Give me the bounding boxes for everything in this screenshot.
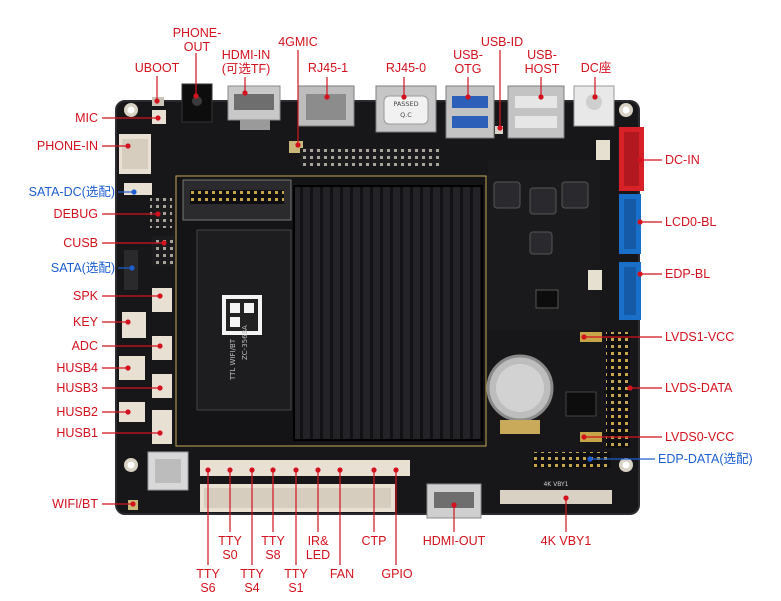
wifi-code-text: TTL WIFI/BT: [229, 338, 237, 381]
label-rj45-1: RJ45-1: [307, 61, 349, 75]
label-tty-s4: TTY S4: [240, 567, 264, 595]
label-tty-s1: TTY S1: [284, 567, 308, 595]
cap-1: [596, 140, 610, 160]
label-sata-dc: SATA-DC(选配): [28, 185, 115, 199]
label-vby1: 4K VBY1: [540, 534, 592, 548]
inductor-3: [561, 181, 589, 209]
inductor-2: [529, 187, 557, 215]
label-hdmi-in-sub: (可选TF): [221, 62, 271, 76]
sticker-qc-text: Q.C: [400, 111, 412, 119]
label-uboot: UBOOT: [134, 61, 180, 75]
battery-holder: [500, 420, 540, 434]
key-conn: [122, 312, 146, 338]
label-4gmic: 4GMIC: [278, 35, 318, 49]
label-husb2: HUSB2: [56, 405, 98, 419]
power-ic: [535, 289, 559, 309]
rtc-chip: [565, 391, 597, 417]
husb2-conn: [119, 402, 145, 422]
label-hdmi-in: HDMI-IN: [221, 48, 271, 62]
inductor-4: [529, 231, 553, 255]
label-adc: ADC: [71, 339, 98, 353]
label-tty-s0: TTY S0: [218, 534, 242, 562]
label-lvds1-vcc: LVDS1-VCC: [665, 330, 735, 344]
label-key: KEY: [72, 315, 98, 329]
label-dc-in: DC-IN: [665, 153, 700, 167]
label-edp-bl: EDP-BL: [665, 267, 711, 281]
heatsink: [294, 186, 482, 440]
vby1-silk-text: 4K VBY1: [543, 481, 568, 488]
label-dc-seat: DC座: [580, 61, 612, 75]
label-gpio: GPIO: [381, 567, 413, 581]
label-spk: SPK: [72, 289, 98, 303]
leader-lines-blue: [118, 189, 655, 462]
sticker-passed-text: PASSED: [393, 100, 418, 108]
label-lvds-data: LVDS-DATA: [665, 381, 733, 395]
label-rj45-0: RJ45-0: [385, 61, 427, 75]
top-pin-header: [300, 148, 440, 166]
label-usb-host: USB- HOST: [524, 48, 560, 76]
sata-dc-conn: [124, 183, 152, 195]
label-hdmi-out: HDMI-OUT: [422, 534, 486, 548]
inductor-1: [493, 181, 521, 209]
label-husb3: HUSB3: [56, 381, 98, 395]
label-phone-in: PHONE-IN: [36, 139, 98, 153]
label-usb-id: USB-ID: [480, 35, 524, 49]
cusb-header: [152, 236, 174, 266]
tf-slot: [240, 120, 270, 130]
usb-host-port: [507, 85, 565, 139]
label-phone-out: PHONE- OUT: [172, 26, 222, 54]
lvds-header: [606, 332, 630, 448]
spk-conn: [152, 288, 172, 312]
label-wifi-bt: WIFI/BT: [52, 497, 98, 511]
label-lcd0-bl: LCD0-BL: [665, 215, 717, 229]
label-sata: SATA(选配): [50, 261, 115, 275]
vby1-connector: [500, 490, 612, 504]
label-usb-otg: USB- OTG: [453, 48, 483, 76]
label-fan: FAN: [329, 567, 355, 581]
label-tty-s6: TTY S6: [196, 567, 220, 595]
label-tty-s8: TTY S8: [261, 534, 285, 562]
label-ctp: CTP: [361, 534, 387, 548]
label-cusb: CUSB: [63, 236, 98, 250]
label-mic: MIC: [75, 111, 98, 125]
label-husb4: HUSB4: [56, 361, 98, 375]
qr-label-text: ZC-3568A: [241, 325, 249, 360]
label-debug: DEBUG: [53, 207, 98, 221]
husb3-conn: [152, 374, 172, 398]
label-ir-led: IR& LED: [305, 534, 331, 562]
adc-conn: [152, 336, 172, 360]
label-lvds0-vcc: LVDS0-VCC: [665, 430, 735, 444]
usb-otg-port: [445, 85, 495, 139]
husb1-conn: [152, 410, 172, 444]
label-husb1: HUSB1: [56, 426, 98, 440]
label-edp-data: EDP-DATA(选配): [658, 452, 753, 466]
leader-lines: [102, 50, 662, 565]
cap-2: [588, 270, 602, 290]
edp-data-header: [533, 452, 611, 468]
debug-header: [150, 198, 172, 228]
